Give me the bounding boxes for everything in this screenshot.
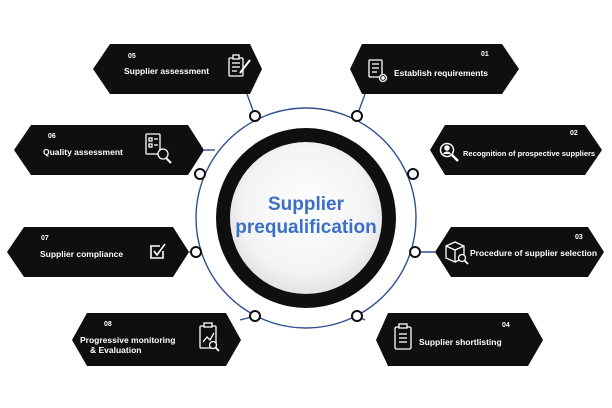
- checkbox-icon: [150, 243, 166, 259]
- step-number: 06: [48, 133, 56, 140]
- step-card-02: 02 Recognition of prospective suppliers: [407, 125, 602, 180]
- step-label: Supplier shortlisting: [419, 337, 502, 347]
- card-shape: [14, 125, 204, 175]
- step-number: 01: [481, 51, 489, 58]
- step-number: 07: [41, 235, 49, 242]
- outer-ring: [195, 107, 417, 329]
- connector-dot: [249, 310, 261, 322]
- clipboard-pencil-icon: [228, 54, 251, 77]
- card-shape: [430, 125, 602, 175]
- step-label: Recognition of prospective suppliers: [463, 149, 595, 158]
- step-card-06: 06 Quality assessment: [14, 125, 215, 180]
- card-shape: [435, 227, 604, 277]
- step-card-04: 04 Supplier shortlisting: [351, 310, 543, 366]
- connector-dot: [190, 246, 202, 258]
- step-label: Quality assessment: [43, 147, 123, 157]
- step-label: Establish requirements: [394, 68, 488, 78]
- hub-center: [230, 142, 382, 294]
- card-shape: [93, 44, 262, 94]
- connector-dot: [351, 310, 363, 322]
- step-label: Progressive monitoring& Evaluation: [80, 335, 175, 355]
- card-shape: [7, 227, 189, 277]
- connector-dot: [409, 246, 421, 258]
- box-search-icon: [445, 241, 469, 265]
- card-shape: [72, 313, 241, 366]
- clipboard-list-icon: [394, 323, 412, 350]
- connector-dot: [351, 110, 363, 122]
- connector-dot: [407, 168, 419, 180]
- step-label: Supplier compliance: [40, 249, 123, 259]
- step-number: 03: [575, 234, 583, 241]
- connector-dot: [194, 168, 206, 180]
- step-number: 04: [502, 322, 510, 329]
- center-title-line1: Supplier: [268, 194, 345, 215]
- step-card-07: 07 Supplier compliance: [7, 227, 202, 277]
- checklist-gear-icon: [368, 59, 388, 83]
- card-shape: [376, 313, 543, 366]
- step-label: Supplier assessment: [124, 66, 209, 76]
- step-card-08: 08 Progressive monitoring& Evaluation: [72, 310, 261, 366]
- step-number: 08: [104, 321, 112, 328]
- step-card-05: 05 Supplier assessment: [93, 44, 262, 122]
- document-magnifier-icon: [145, 133, 172, 164]
- step-number: 05: [128, 53, 136, 60]
- step-label: Procedure of supplier selection: [470, 248, 597, 258]
- magnifier-person-icon: [439, 142, 459, 162]
- step-card-01: 01 Establish requirements: [350, 44, 519, 122]
- center-title-line2: prequalification: [235, 217, 376, 238]
- step-card-03: 03 Procedure of supplier selection: [409, 227, 604, 277]
- card-shape: [350, 44, 519, 94]
- step-number: 02: [570, 130, 578, 137]
- clipboard-chart-icon: [199, 322, 220, 352]
- connector-dot: [249, 110, 261, 122]
